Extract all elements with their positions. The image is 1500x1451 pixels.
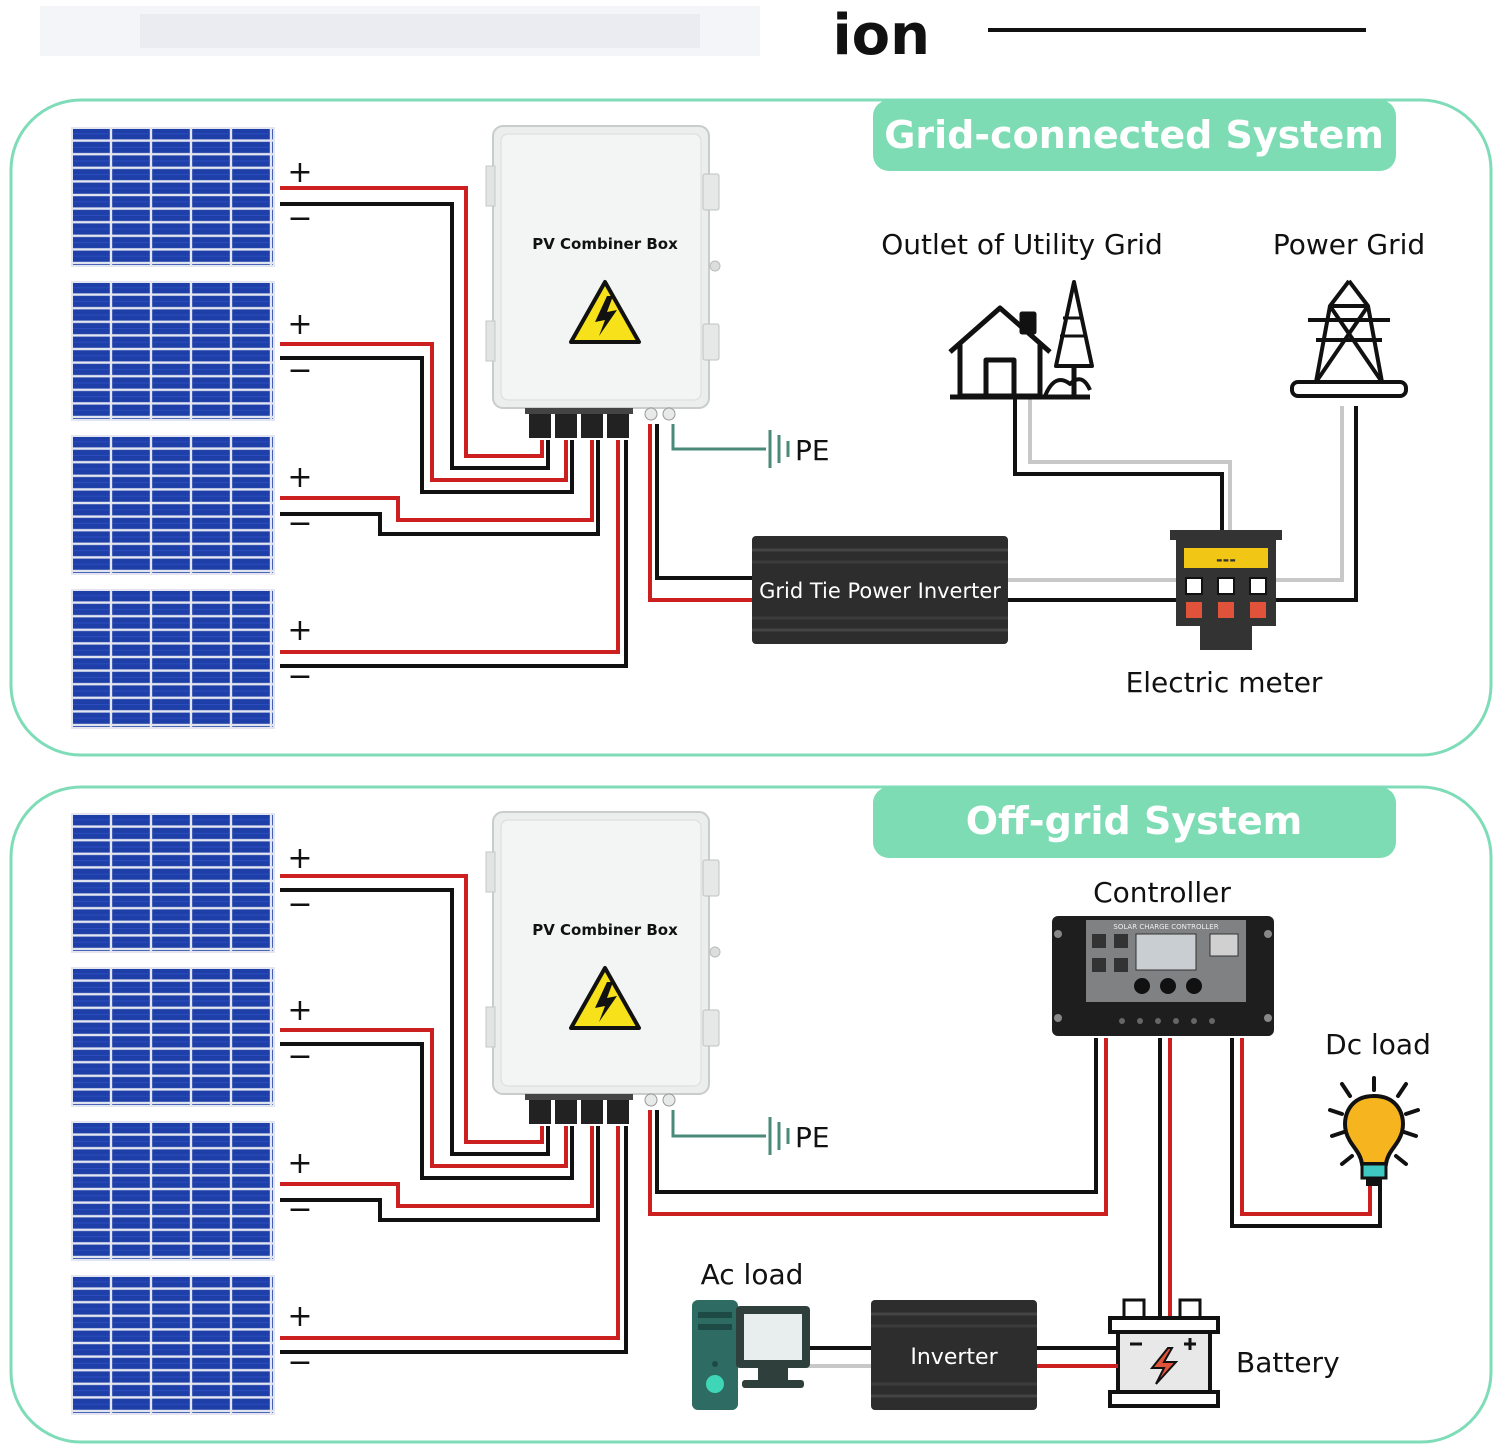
solar-panel xyxy=(71,1275,275,1415)
combiner-box-label: PV Combiner Box xyxy=(532,921,678,939)
section-title: Off-grid System xyxy=(966,799,1303,843)
minus-label: − xyxy=(287,506,312,541)
controller-pos-wire xyxy=(648,1038,1108,1216)
inverter-device: Inverter xyxy=(871,1300,1037,1410)
ac-wiring xyxy=(1008,398,1358,602)
electric-meter-label: Electric meter xyxy=(1126,666,1323,699)
plus-label: + xyxy=(287,1299,312,1334)
grid-tie-inverter: Grid Tie Power Inverter xyxy=(752,536,1008,644)
plus-label: + xyxy=(287,460,312,495)
solar-panel xyxy=(71,435,275,575)
inverter-label: Inverter xyxy=(910,1345,998,1370)
section-header xyxy=(873,787,1396,858)
meter-display: --- xyxy=(1216,550,1236,569)
charge-controller-icon xyxy=(1052,916,1274,1036)
plus-label: + xyxy=(287,1146,312,1181)
solar-panel xyxy=(71,127,275,267)
solar-panel xyxy=(71,589,275,729)
pe-label: PE xyxy=(795,1121,830,1154)
ac-load-label: Ac load xyxy=(701,1258,804,1291)
inverter-label: Grid Tie Power Inverter xyxy=(759,579,1001,603)
battery-icon xyxy=(1108,1298,1220,1408)
controller-neg-wire xyxy=(655,1038,1098,1194)
pe-label: PE xyxy=(795,434,830,467)
dcload-neg-wire xyxy=(1230,1038,1382,1228)
dc-wiring xyxy=(280,874,628,1354)
power-tower-icon xyxy=(1290,279,1408,398)
off-grid-section: Off-grid System + − + − + − + − PV Combi… xyxy=(9,785,1493,1444)
dc-wiring xyxy=(280,186,628,668)
pe-wire xyxy=(671,424,766,451)
solar-panel xyxy=(71,967,275,1107)
combiner-box-label: PV Combiner Box xyxy=(532,235,678,253)
light-bulb-icon xyxy=(1328,1076,1420,1186)
minus-label: − xyxy=(287,201,312,236)
page-title-banner: ion xyxy=(40,3,1366,68)
page-title-text: ion xyxy=(832,3,930,68)
controller-label: Controller xyxy=(1093,876,1231,909)
computer-icon xyxy=(692,1300,810,1410)
minus-label: − xyxy=(287,887,312,922)
plus-label: + xyxy=(287,841,312,876)
plus-label: + xyxy=(287,993,312,1028)
plus-label: + xyxy=(287,613,312,648)
solar-panel xyxy=(71,1121,275,1261)
inverter-pos-wire xyxy=(648,424,754,602)
solar-panel xyxy=(71,813,275,953)
plus-label: + xyxy=(287,155,312,190)
battery-label: Battery xyxy=(1236,1346,1340,1379)
section-frame xyxy=(9,98,1493,757)
dcload-pos-wire xyxy=(1240,1038,1372,1216)
plus-label: + xyxy=(287,307,312,342)
section-title: Grid-connected System xyxy=(884,113,1384,157)
pv-combiner-box xyxy=(484,124,722,440)
section-header xyxy=(873,100,1396,171)
electric-meter-icon xyxy=(1170,530,1282,650)
pe-wire xyxy=(671,1110,766,1138)
minus-label: − xyxy=(287,1192,312,1227)
pv-combiner-box xyxy=(484,810,722,1126)
inverter-neg-wire xyxy=(655,424,754,580)
house-icon xyxy=(948,280,1094,400)
utility-outlet-label: Outlet of Utility Grid xyxy=(881,228,1163,261)
power-grid-label: Power Grid xyxy=(1273,228,1425,261)
grid-connected-section: Grid-connected System + − + − + − + − PV… xyxy=(9,98,1493,757)
dc-load-label: Dc load xyxy=(1325,1028,1431,1061)
solar-panel xyxy=(71,281,275,421)
controller-panel-text: SOLAR CHARGE CONTROLLER xyxy=(1113,923,1218,931)
